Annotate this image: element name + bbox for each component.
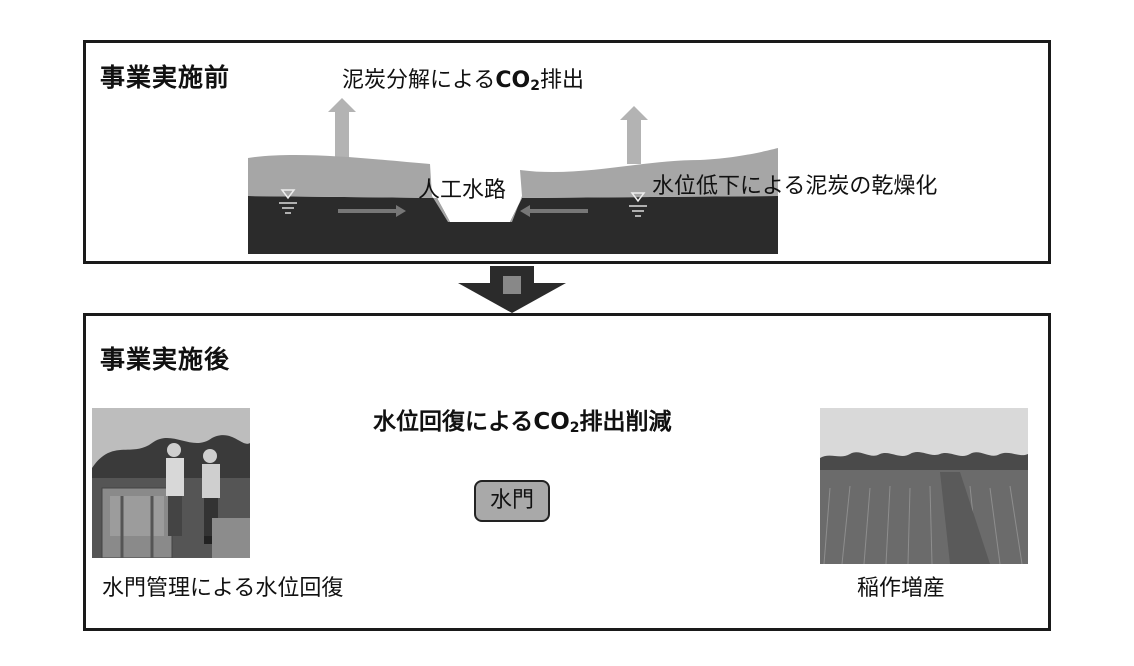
transition-arrow [458, 266, 566, 313]
gate-management-caption: 水門管理による水位回復 [102, 576, 344, 601]
canal-label: 人工水路 [418, 178, 507, 203]
emission-text: 泥炭分解による [342, 68, 496, 93]
rewetted-peat-label: 再湿化された泥炭 [571, 514, 748, 539]
before-surface-layer [248, 148, 778, 222]
reduction-subscript: 2 [569, 420, 580, 436]
emission-arrow-left [328, 98, 356, 160]
water-level-marker-left [279, 189, 297, 214]
drying-label: 水位低下による泥炭の乾燥化 [652, 174, 938, 199]
rice-field-photo [820, 408, 1028, 564]
rice-caption: 稲作増産 [857, 576, 946, 601]
emission-label: 泥炭分解によるCO2排出 [342, 62, 584, 94]
before-heading: 事業実施前 [100, 63, 231, 92]
flow-arrow-right [520, 205, 588, 217]
water-recovery-label: 水位回復 [306, 496, 378, 517]
emission-subscript: 2 [530, 78, 540, 94]
water-gate: 水門 [474, 480, 550, 522]
water-level-marker-right [629, 192, 647, 217]
reduction-text: 水位回復による [373, 409, 534, 435]
emission-co: CO [495, 68, 531, 93]
after-heading: 事業実施後 [100, 345, 231, 374]
before-peat-body [248, 196, 778, 254]
reduction-label: 水位回復によるCO2排出削減 [373, 402, 672, 436]
gate-photo-graphic [92, 408, 250, 558]
gate-management-photo [92, 408, 250, 558]
reduction-co: CO [533, 409, 570, 435]
reduction-tail: 排出削減 [579, 409, 672, 435]
emission-arrow-right [620, 106, 648, 164]
flow-arrow-left [338, 205, 406, 217]
emission-tail: 排出 [539, 68, 584, 93]
rice-field-graphic [820, 408, 1028, 564]
